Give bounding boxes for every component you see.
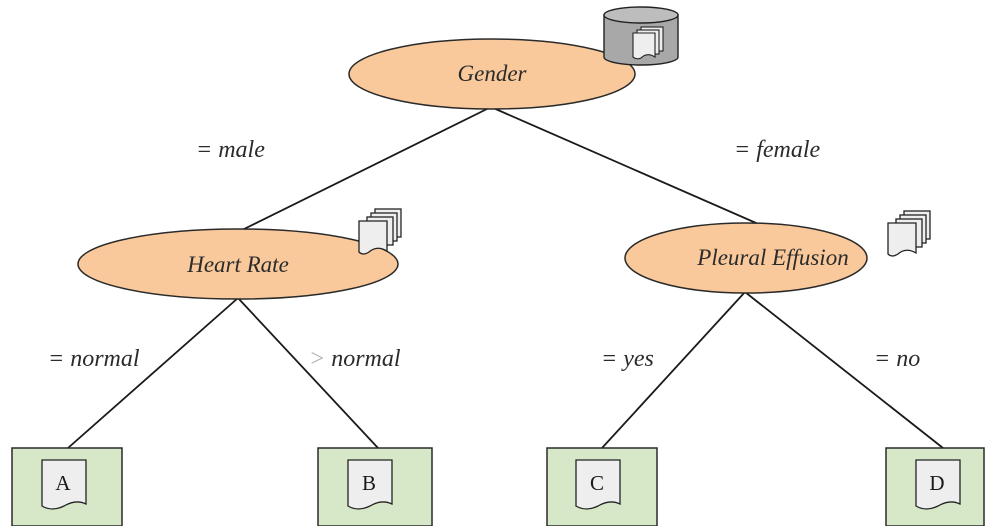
node-gender-ellipse xyxy=(348,38,636,110)
document-icon xyxy=(915,459,961,510)
leaf-b: B xyxy=(317,447,433,526)
leaf-d-label: D xyxy=(929,471,944,495)
edge-heart-rate-b xyxy=(237,297,379,449)
node-gender: Gender xyxy=(348,6,679,110)
node-pleural-effusion: Pleural Effusion xyxy=(624,210,931,294)
leaf-c: C xyxy=(546,447,658,526)
edge-label-yes: = yes xyxy=(601,346,654,372)
edge-label-male: = male xyxy=(196,137,265,163)
leaf-a: A xyxy=(11,447,123,526)
edge-label-no: = no xyxy=(874,346,920,372)
node-pleural-effusion-ellipse xyxy=(624,222,868,294)
leaf-d: D xyxy=(885,447,985,526)
document-stack-icon xyxy=(887,210,931,257)
edge-heart-rate-a xyxy=(67,297,239,449)
edge-label-normal-equal: = normal xyxy=(48,346,140,372)
leaf-c-label: C xyxy=(590,471,604,495)
document-stack-icon xyxy=(358,208,402,255)
document-icon xyxy=(347,459,393,510)
edge-gender-heart-rate xyxy=(237,106,492,233)
leaf-b-label: B xyxy=(362,471,376,495)
edge-gender-pleural-effusion xyxy=(490,106,764,227)
node-pleural-effusion-label: Pleural Effusion xyxy=(696,245,848,270)
node-heart-rate: Heart Rate xyxy=(77,208,402,300)
database-icon xyxy=(603,6,679,66)
edge-labels: = male = female = normal > normal = yes … xyxy=(48,137,920,372)
leaf-a-label: A xyxy=(55,471,71,495)
tree-edges xyxy=(67,106,944,449)
edge-pleural-effusion-d xyxy=(744,291,944,449)
document-icon xyxy=(41,459,87,510)
document-icon xyxy=(575,459,621,510)
node-heart-rate-label: Heart Rate xyxy=(186,252,289,277)
edge-label-normal-greater: > normal xyxy=(309,346,401,372)
node-gender-label: Gender xyxy=(458,61,528,86)
edge-pleural-effusion-c xyxy=(601,291,746,449)
edge-label-female: = female xyxy=(734,137,821,163)
node-heart-rate-ellipse xyxy=(77,228,399,300)
